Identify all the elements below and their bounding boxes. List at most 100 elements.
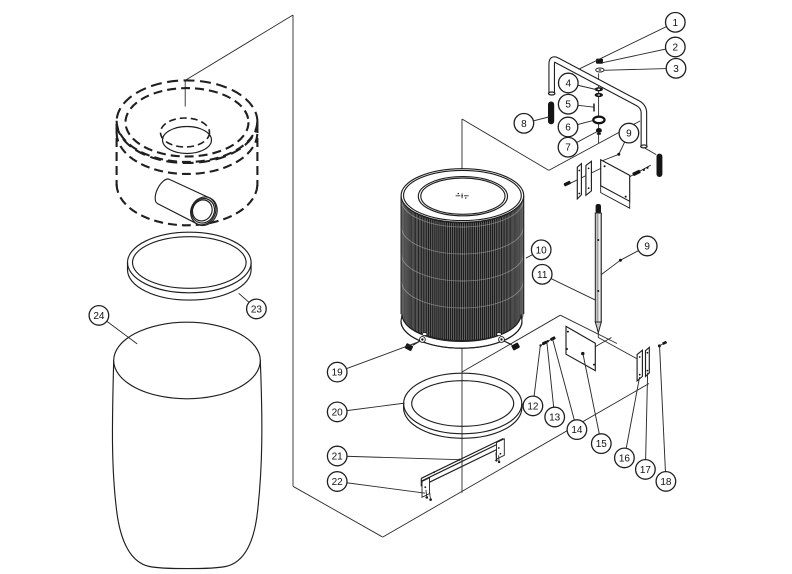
filter-center-mark-shape [465,197,467,199]
callout-number: 7 [565,143,571,154]
plate-screw [632,169,641,177]
support-bracket-shape [421,440,504,482]
lower-mount-assembly-shape [638,356,641,358]
lid-inlet-elbow-shape [154,178,217,226]
leader-line-17 [644,372,649,470]
callout-balloon-24: 24 [88,304,110,326]
support-ring-shape [403,372,523,435]
filter-bands-shape [400,200,524,228]
callout-balloon-2: 2 [664,36,686,58]
callout-number: 14 [571,425,583,436]
carry-handle [547,56,663,177]
filter-bottom-cap-shape [400,321,523,349]
callout-number: 22 [332,477,344,488]
callout-balloon-12: 12 [522,395,544,417]
callout-balloon-8-shape [513,112,535,134]
lower-mount-assembly-shape [566,348,568,350]
callout-balloon-5: 5 [557,93,579,115]
bracket-screws-shape [425,489,428,497]
guide-rod-shape [595,204,601,214]
callout-number: 12 [527,401,539,412]
drum-lid-phantom-shape [161,125,213,155]
callout-balloon-23-shape [245,298,267,320]
lower-mount-assembly-shape [638,373,641,376]
support-ring-shape [411,380,515,427]
upper-mount-assembly-shape [587,187,590,190]
guide-rod-shape [597,239,600,241]
collection-bag [111,321,263,570]
hex-nut-upper-shape [598,69,602,71]
leader-lines-shape [618,258,622,262]
leader-line-21 [337,455,460,461]
handle-hardware [592,58,606,135]
callout-number: 9 [626,129,632,140]
callout-balloon-18: 18 [655,470,677,492]
callout-number: 3 [673,64,679,75]
clamp-ring-shape [126,231,252,294]
support-bracket-shape [499,452,502,455]
filter-mount-screw-right-shape [496,332,502,337]
support-bracket-shape [497,447,500,449]
bracket-screws-shape [495,459,498,462]
callout-balloon-20-shape [326,401,348,423]
callout-number: 4 [566,79,572,90]
upper-mount-assembly [563,158,649,209]
bracket-screws-shape [497,460,501,464]
leader-line-19 [337,341,420,373]
callout-balloon-16: 16 [613,447,635,469]
callout-number: 9 [644,242,650,253]
bracket-screws-shape [429,492,431,499]
callout-balloon-4-shape [557,72,579,94]
collection-bag-shape [113,321,261,400]
upper-mount-assembly-shape [642,168,646,171]
filter-mount-screw-right-shape [500,338,503,341]
mount-strap-lower [644,346,650,378]
hex-nut-lower-shape [596,132,602,135]
callout-balloon-18-shape [655,470,677,492]
callout-balloon-11-shape [531,263,553,285]
callout-balloon-8: 8 [513,112,535,134]
filter-bands [400,200,524,309]
callout-number: 21 [332,452,344,463]
plate-screws-lower-shape [547,339,551,342]
phantom-outline-and-axis-lines-shape [382,383,650,538]
lower-mount-assembly-shape [646,351,649,354]
filter-bands-shape [400,281,524,309]
carry-handle-shape [549,57,647,147]
leader-line-20 [337,402,405,413]
callout-balloon-16-shape [613,447,635,469]
upper-mount-assembly-shape [578,169,581,172]
lid-inlet-elbow-shape [190,196,218,227]
filter-center-mark-shape [461,195,463,197]
callout-number: 15 [596,439,608,450]
filter-cartridge-shape [417,176,509,217]
strap-screw-lower [657,340,667,348]
leader-line-2 [601,46,676,64]
callout-balloon-23: 23 [245,298,267,320]
lid-inlet-elbow [154,178,218,227]
leader-line-14 [552,338,578,430]
mount-strap [585,160,592,197]
leader-line-22 [337,481,426,494]
support-bracket-shape [496,438,505,460]
hex-nut-lower-shape [595,128,602,133]
leader-line-13 [546,342,556,418]
washer-pair [594,87,603,98]
mount-plate-lower [565,325,596,372]
callout-balloon-11: 11 [531,263,553,285]
callout-number: 5 [565,100,571,111]
callout-number: 11 [537,270,548,281]
handle-grip-left [548,101,555,125]
upper-mount-assembly-shape [587,167,590,170]
callout-number: 19 [332,368,344,379]
callout-balloon-10: 10 [530,239,552,261]
callout-balloon-13: 13 [544,406,566,428]
lid-inlet-elbow-shape [191,197,216,224]
phantom-outline-and-axis-lines-shape [602,153,619,161]
washer-pair-shape [597,88,601,90]
callout-balloon-1: 1 [664,11,686,33]
phantom-outline-and-axis-lines-shape [600,259,621,275]
drum-lid-phantom [115,79,259,227]
callout-balloon-9: 9 [618,122,640,144]
support-ring [403,372,523,439]
